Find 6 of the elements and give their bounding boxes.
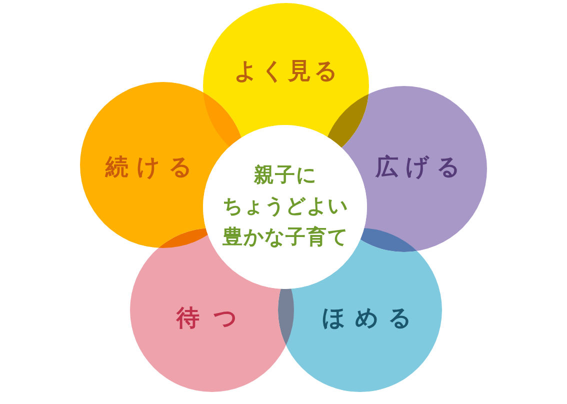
petal-label: 待つ [175, 304, 252, 334]
petal-label: よく見る [233, 58, 341, 86]
petal-label: 広げる [374, 154, 468, 182]
petal-label: ほめる [321, 304, 421, 334]
petal-label: 続ける [104, 154, 200, 182]
center-label: 親子にちょうどよい豊かな子育て [222, 162, 348, 250]
